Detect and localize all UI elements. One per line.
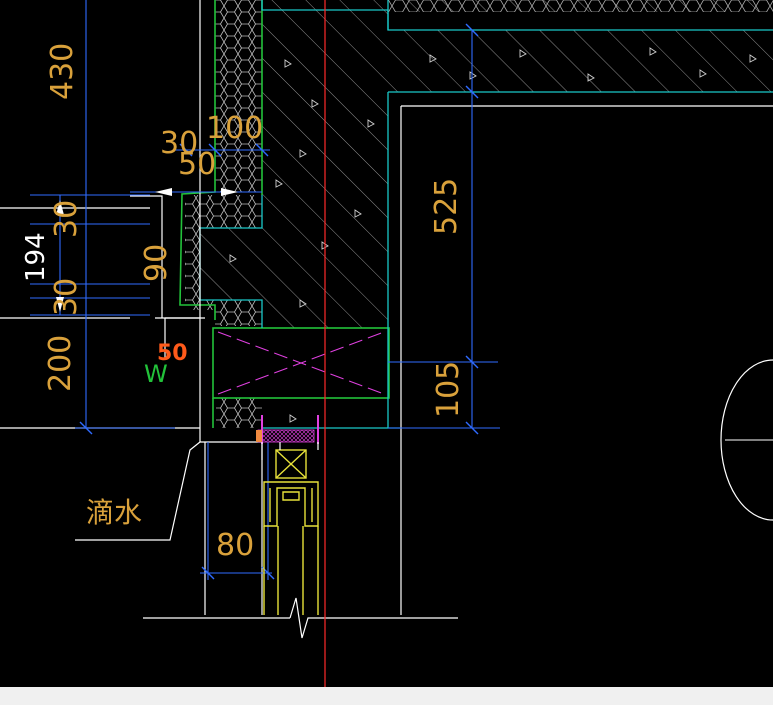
concrete-region bbox=[200, 0, 773, 423]
dim-200: 200 bbox=[43, 335, 78, 392]
label-drip: 滴水 bbox=[86, 496, 142, 529]
label-w: W bbox=[144, 360, 168, 388]
arrows bbox=[56, 188, 238, 312]
break-line bbox=[261, 442, 319, 639]
dim-30-low: 30 bbox=[49, 278, 84, 316]
dim-80: 80 bbox=[216, 528, 254, 563]
dim-194: 194 bbox=[21, 232, 51, 282]
wall-lines bbox=[0, 0, 773, 619]
dimension-ticks bbox=[79, 23, 479, 580]
cad-viewport[interactable]: 430 30 100 50 30 194 90 30 200 525 105 8… bbox=[0, 0, 773, 687]
dim-30-mid: 30 bbox=[49, 200, 84, 238]
dim-100: 100 bbox=[206, 111, 263, 146]
insulation-outline bbox=[179, 0, 390, 428]
dim-525: 525 bbox=[429, 178, 464, 235]
dim-90: 90 bbox=[139, 244, 174, 282]
label-red-50: 50 bbox=[157, 341, 188, 366]
dim-430: 430 bbox=[45, 43, 80, 100]
window-frame-box bbox=[217, 331, 385, 444]
dim-50: 50 bbox=[178, 147, 216, 182]
column-circle bbox=[720, 359, 773, 521]
dim-105: 105 bbox=[431, 361, 466, 418]
status-bar bbox=[0, 687, 773, 705]
dim-30-top: 30 bbox=[160, 126, 198, 161]
cad-drawing: 430 30 100 50 30 194 90 30 200 525 105 8… bbox=[0, 0, 773, 687]
window-profile bbox=[263, 449, 319, 615]
